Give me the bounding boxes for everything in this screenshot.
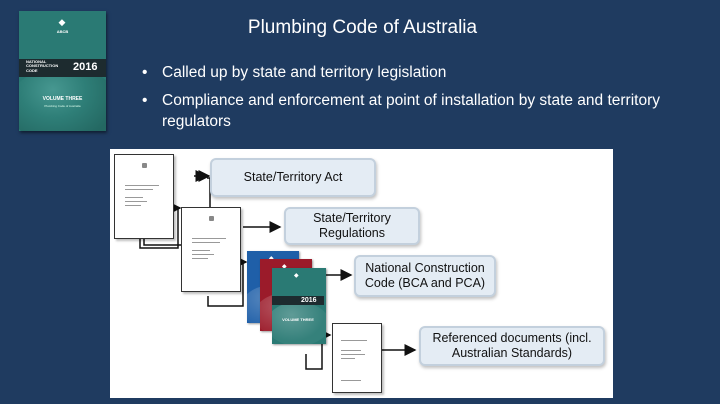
bullet-text: Compliance and enforcement at point of i… — [162, 92, 660, 130]
ncc-volume-three-book: ◆ 2016 VOLUME THREE — [272, 268, 326, 344]
abcb-logo-icon: ◆ — [58, 17, 66, 27]
bullet-text: Called up by state and territory legisla… — [162, 64, 447, 81]
arrow-regs-to-books — [207, 256, 248, 307]
bullet-dot-icon: • — [142, 92, 148, 109]
crest-icon — [209, 216, 214, 221]
text-line — [192, 254, 214, 255]
text-line — [341, 340, 367, 341]
act-document-thumbnail — [114, 154, 174, 239]
text-line — [192, 258, 208, 259]
state-territory-act-box: State/Territory Act — [210, 158, 376, 197]
book-year: 2016 — [301, 297, 317, 304]
book-logo-icon: ◆ — [294, 273, 299, 279]
bullet-list: • Called up by state and territory legisl… — [140, 62, 660, 139]
text-line — [341, 358, 355, 359]
book-logo-icon: ◆ — [282, 264, 287, 270]
cover-band — [19, 59, 106, 77]
crest-icon — [142, 163, 147, 168]
text-line — [125, 197, 143, 198]
cover-series: NATIONAL CONSTRUCTION CODE — [26, 59, 59, 73]
text-line — [192, 242, 220, 243]
text-line — [341, 350, 361, 351]
text-line — [192, 250, 210, 251]
regulations-document-thumbnail — [181, 207, 241, 292]
arrow-act-to-regs-doc — [139, 202, 182, 249]
cover-org: ABCB — [56, 29, 69, 34]
bullet-dot-icon: • — [142, 64, 148, 81]
bullet-item: • Called up by state and territory legisl… — [140, 62, 660, 83]
text-line — [192, 238, 226, 239]
text-line — [341, 354, 365, 355]
text-line — [125, 185, 159, 186]
cover-subtitle: Plumbing Code of Australia — [44, 104, 81, 108]
standards-document-thumbnail — [332, 323, 382, 393]
text-line — [125, 205, 141, 206]
text-line — [125, 201, 147, 202]
slide-title: Plumbing Code of Australia — [247, 17, 478, 38]
referenced-documents-box: Referenced documents (incl. Australian S… — [419, 326, 605, 366]
text-line — [125, 189, 153, 190]
national-construction-code-box: National Construction Code (BCA and PCA) — [354, 255, 496, 297]
book-volume: VOLUME THREE — [282, 317, 314, 322]
book-swirl-graphic — [272, 302, 326, 344]
bullet-item: • Compliance and enforcement at point of … — [140, 90, 660, 132]
text-line — [341, 380, 361, 381]
state-territory-regulations-box: State/Territory Regulations — [284, 207, 420, 245]
book-band — [272, 296, 324, 305]
ncc-volume-three-cover: ◆ ABCB NATIONAL CONSTRUCTION CODE 2016 V… — [19, 11, 106, 131]
legislation-hierarchy-diagram: ◆ ◆ ◆ 2016 VOLUME THREE State/Territory … — [110, 149, 613, 398]
cover-volume: VOLUME THREE — [42, 96, 83, 102]
cover-year: 2016 — [73, 61, 98, 73]
